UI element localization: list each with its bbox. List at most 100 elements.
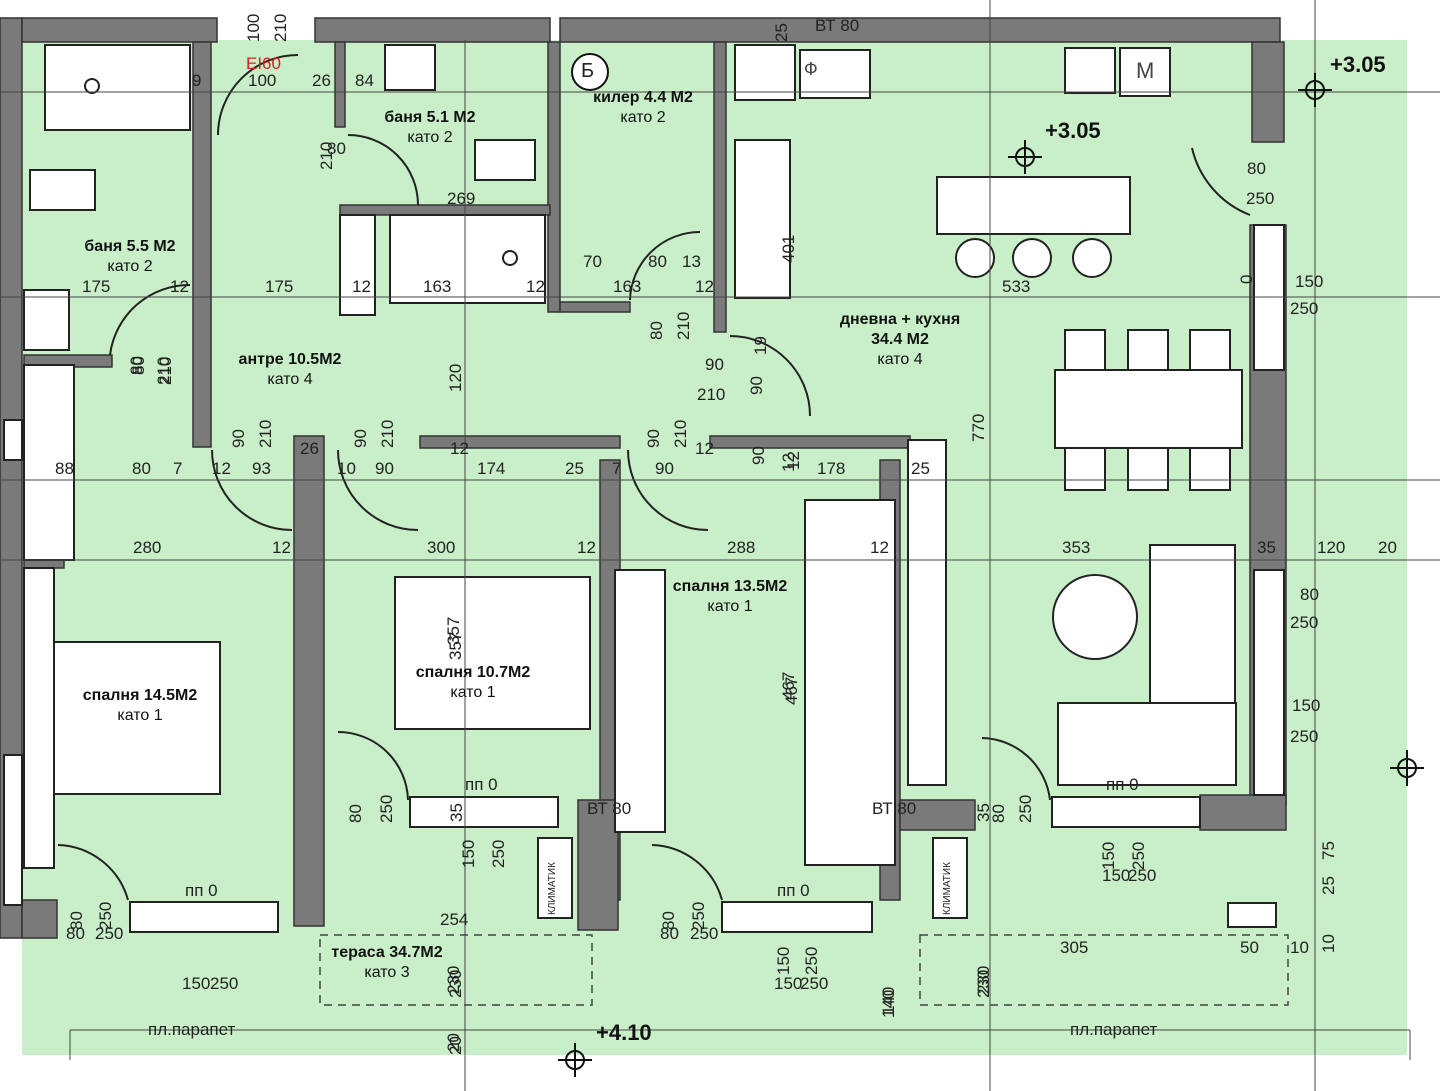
room-bath1: баня 5.5 М2 като 2 (60, 237, 200, 277)
dimension-label-vertical: 250 (802, 946, 821, 975)
room-living-cat: като 4 (877, 351, 923, 368)
dimension-label: 12 (170, 277, 189, 296)
dimension-label: 250 (690, 924, 719, 943)
room-bath1-cat: като 2 (107, 258, 153, 275)
dimension-label-vertical: 90 (747, 376, 766, 395)
room-hall: антре 10.5М2 като 4 (215, 350, 365, 390)
room-bath1-name: баня 5.5 М2 (84, 238, 176, 255)
dimension-label-vertical: 210 (671, 419, 690, 448)
dimension-label-vertical: 35 (447, 803, 466, 822)
dimension-label: 300 (427, 538, 456, 557)
room-bed3-cat: като 1 (707, 598, 753, 615)
room-bath2-name: баня 5.1 М2 (384, 109, 476, 126)
terrace-zones (319, 934, 1289, 1006)
dimension-label: 280 (133, 538, 162, 557)
dimension-label: 163 (613, 277, 642, 296)
dimension-label-vertical: 20 (446, 1036, 465, 1055)
fire-door-label: EI60 (246, 54, 281, 73)
vent-label-top: ВТ 80 (815, 16, 860, 35)
room-terrace-cat: като 3 (364, 964, 410, 981)
appliance-m-label: М (1136, 58, 1155, 83)
sill-label-1: пп 0 (185, 881, 218, 900)
level-label-room: +3.05 (1045, 118, 1101, 143)
dimension-label: 90 (705, 355, 724, 374)
doors (57, 54, 1251, 901)
ac-label-1: КЛИМАТИК (547, 862, 558, 915)
dimension-label-vertical: 230 (974, 969, 993, 998)
dimension-label: 210 (317, 141, 336, 170)
room-storage-name: килер 4.4 М2 (593, 89, 693, 106)
terrace-floor (24, 940, 1407, 1055)
dimension-label: 150 (1102, 866, 1131, 885)
sill-label-4: пп 0 (1106, 775, 1139, 794)
dimension-label-vertical: 90 (644, 429, 663, 448)
dimension-label: 80 (66, 924, 85, 943)
dimension-label: 90 (375, 459, 394, 478)
room-bath2: баня 5.1 М2 като 2 (360, 108, 500, 148)
room-bed1-name: спалня 14.5М2 (82, 687, 198, 704)
dimension-label: 35 (1257, 538, 1276, 557)
dimension-label: 10 (1319, 934, 1338, 953)
room-hall-cat: като 4 (267, 371, 313, 388)
dimension-label: 12 (577, 538, 596, 557)
dimension-label: 100 (248, 71, 277, 90)
dimension-label: 770 (969, 413, 988, 442)
dimension-label: 250 (1290, 613, 1319, 632)
dimension-label-vertical: 210 (378, 419, 397, 448)
dimension-label-vertical: 12 (784, 451, 803, 470)
dimension-label: 80 (327, 139, 346, 158)
dimension-label: 150 (182, 974, 211, 993)
room-hall-name: антре 10.5М2 (238, 351, 342, 368)
block-marker-circle (571, 53, 609, 91)
room-bed1-cat: като 1 (117, 707, 163, 724)
dimension-label: 175 (82, 277, 111, 296)
room-bed3: спалня 13.5М2 като 1 (655, 577, 805, 617)
dimension-label-vertical: 80 (647, 321, 666, 340)
dimension-label: 12 (450, 439, 469, 458)
dimension-label: 250 (1246, 189, 1275, 208)
room-bed2-name: спалня 10.7М2 (415, 664, 531, 681)
dimension-label-vertical: 35 (974, 803, 993, 822)
room-bed3-name: спалня 13.5М2 (672, 578, 788, 595)
dimension-label-vertical: 210 (154, 356, 173, 385)
vent-label-mid: ВТ 80 (587, 799, 632, 818)
level-label-terrace: +4.10 (596, 1020, 652, 1045)
dimension-label: 80 (660, 924, 679, 943)
dimension-label: 175 (265, 277, 294, 296)
dimension-label: 7 (612, 459, 622, 478)
dimension-label: 210 (697, 385, 726, 404)
dimension-label: 305 (1060, 938, 1089, 957)
dimension-label: 0 (1237, 274, 1256, 284)
level-label-main: +3.05 (1330, 52, 1386, 77)
dimension-label: 10 (1290, 938, 1309, 957)
dimension-label-vertical: 250 (1016, 794, 1035, 823)
dimension-label: 26 (300, 439, 319, 458)
dimension-label: 80 (648, 252, 667, 271)
dimension-label: 250 (1290, 727, 1319, 746)
dimension-label-vertical: 19 (751, 336, 770, 355)
dimension-label: 84 (355, 71, 374, 90)
dimension-label: 288 (727, 538, 756, 557)
vent-label-right: ВТ 80 (872, 799, 917, 818)
dimension-label: 25 (565, 459, 584, 478)
dimension-label: 20 (1378, 538, 1397, 557)
dimension-label: 25 (772, 23, 791, 42)
parapet-label-left: пл.парапет (148, 1020, 236, 1039)
dimension-label: 12 (272, 538, 291, 557)
ac-label-2: КЛИМАТИК (942, 862, 953, 915)
dimension-label-vertical: 150 (1099, 841, 1118, 870)
dimension-label-vertical: 80 (659, 911, 678, 930)
dimension-label: 9 (192, 71, 202, 90)
dimension-label-vertical: 150 (459, 839, 478, 868)
dimension-label: 250 (1290, 299, 1319, 318)
dimension-label: 93 (252, 459, 271, 478)
dimension-label: 269 (447, 189, 476, 208)
dimension-label: 26 (312, 71, 331, 90)
dimension-label: 12 (352, 277, 371, 296)
dimension-label-vertical: 80 (67, 911, 86, 930)
dimension-label-vertical: 100 (244, 13, 263, 42)
dimension-label: 163 (423, 277, 452, 296)
dimension-label-vertical: 90 (229, 429, 248, 448)
